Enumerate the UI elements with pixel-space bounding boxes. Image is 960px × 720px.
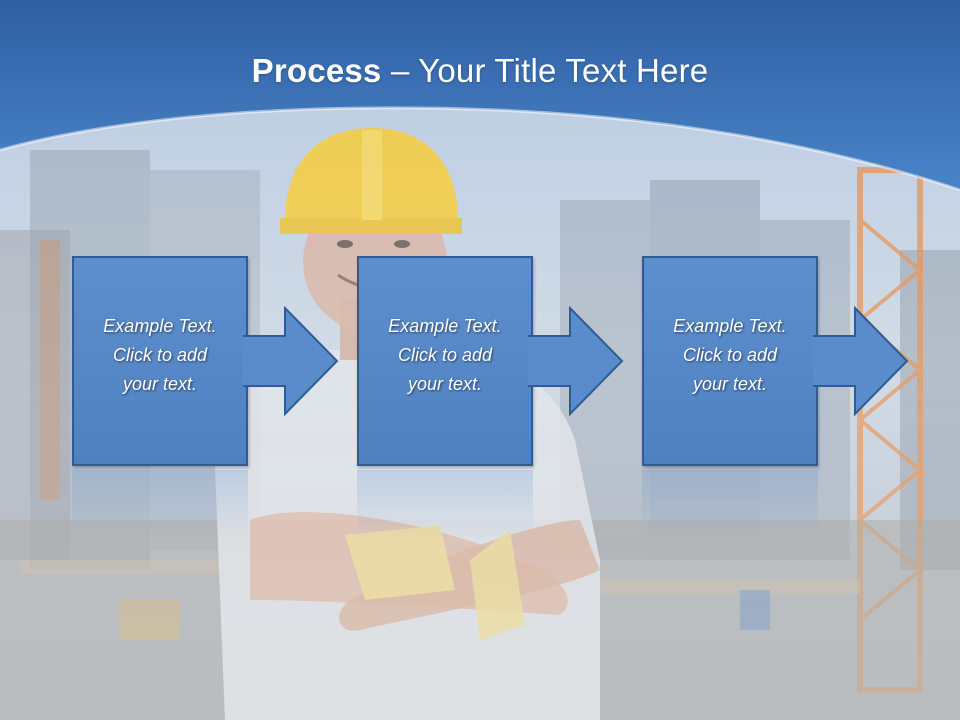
arrow-right-icon [813, 306, 909, 416]
step-2-reflection [357, 470, 533, 540]
step-3-reflection [642, 470, 818, 540]
step-3-box [642, 256, 818, 466]
title-bold: Process [251, 52, 382, 89]
arrow-right-icon [528, 306, 624, 416]
header-band [0, 0, 960, 192]
process-step-2[interactable]: Example Text. Click to add your text. [357, 256, 533, 466]
step-3-text[interactable]: Example Text. Click to add your text. [673, 316, 787, 394]
arrow-right-icon [243, 306, 339, 416]
step-2-box [357, 256, 533, 466]
title-rest: – Your Title Text Here [381, 52, 709, 89]
step-1-text[interactable]: Example Text. Click to add your text. [103, 316, 217, 394]
step-1-box [72, 256, 248, 466]
process-step-3[interactable]: Example Text. Click to add your text. [642, 256, 818, 466]
step-1-reflection [72, 470, 248, 540]
process-step-1[interactable]: Example Text. Click to add your text. [72, 256, 248, 466]
slide-title[interactable]: Process – Your Title Text Here [0, 52, 960, 90]
step-2-text[interactable]: Example Text. Click to add your text. [388, 316, 502, 394]
